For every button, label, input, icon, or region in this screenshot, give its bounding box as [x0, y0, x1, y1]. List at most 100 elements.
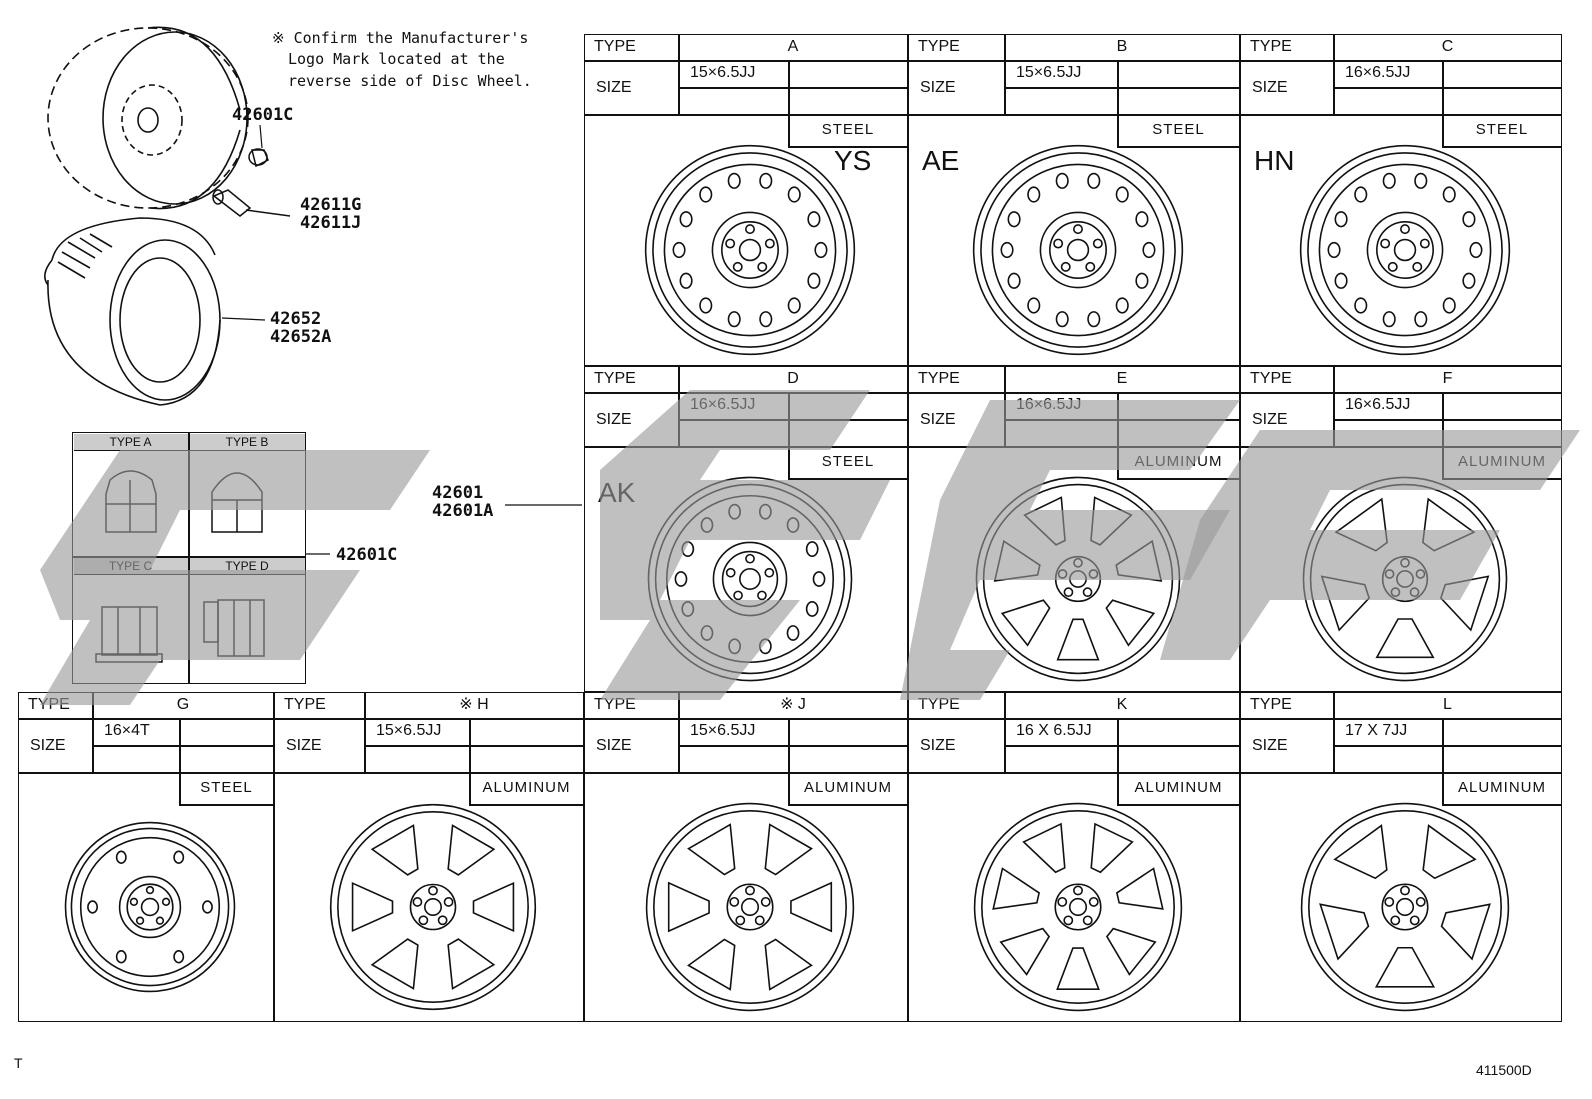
wheel-cell-mat-box [469, 804, 584, 806]
diagram-code: 411500D [1476, 1062, 1532, 1078]
wheel-cell-hline-3 [92, 745, 274, 747]
wheel-size-value: 16×4T [104, 722, 150, 739]
wheel-cell-vline-2 [1442, 718, 1444, 804]
logo-note-line-2: Logo Mark located at the [288, 50, 505, 68]
part-number-tire-1: 42652 [270, 309, 322, 329]
wheel-cell-hline-2 [908, 772, 1240, 774]
wheel-cell-hline-2 [1240, 114, 1562, 116]
wheel-cell-hline-1 [1240, 60, 1562, 62]
wheel-cap-drawing [248, 148, 269, 168]
wheel-size-value: 16×6.5JJ [1345, 396, 1411, 413]
part-number-valve-1: 42611G [300, 195, 362, 215]
size-label: SIZE [596, 737, 632, 754]
wheel-cell-mat-box [1442, 804, 1562, 806]
wheel-cell-mat-box [1117, 804, 1240, 806]
wheel-size-value: 16 X 6.5JJ [1016, 722, 1092, 739]
wheel-cell-hline-1 [1240, 392, 1562, 394]
part-number-valve-2: 42611J [300, 213, 362, 233]
wheel-cell-7 [274, 692, 584, 1022]
wheel-cell-hline-2 [584, 114, 908, 116]
wheel-drawing [647, 476, 853, 682]
wheel-type-value: E [1116, 370, 1128, 387]
wheel-drawing [64, 821, 236, 993]
wheel-cell-10 [1240, 692, 1562, 1022]
wheel-drawing [645, 802, 855, 1012]
wheel-cell-hline-1 [18, 718, 274, 720]
part-number-wheel-1: 42601 [432, 483, 484, 503]
wheel-cell-vline-1 [1004, 34, 1006, 114]
wheel-material: ALUMINUM [803, 779, 892, 796]
wheel-cell-hline-2 [274, 772, 584, 774]
wheel-type-value: K [1116, 696, 1128, 713]
wheel-material: ALUMINUM [1457, 779, 1546, 796]
wheel-cell-vline-1 [364, 692, 366, 772]
wheel-cell-mat-box [788, 804, 908, 806]
wheel-cell-vline-2 [788, 718, 790, 804]
wheel-cell-hline-1 [1240, 718, 1562, 720]
wheel-cell-hline-3 [678, 87, 908, 89]
wheel-type-value: L [1443, 696, 1452, 713]
manufacturer-logo-mark: YS [834, 145, 872, 176]
wheel-type-value: ※ J [780, 696, 806, 713]
type-label: TYPE [594, 38, 636, 55]
wheel-type-value: A [787, 38, 799, 55]
size-label: SIZE [30, 737, 66, 754]
part-number-wheel-2: 42601A [432, 501, 494, 521]
wheel-drawing [329, 803, 537, 1011]
wheel-cell-hline-3 [1333, 87, 1562, 89]
wheel-cell-mat-box [179, 804, 274, 806]
type-label: TYPE [594, 696, 636, 713]
size-label: SIZE [1252, 737, 1288, 754]
wheel-cell-vline-2 [1117, 60, 1119, 146]
wheel-cell-hline-3 [364, 745, 584, 747]
wheel-cell-mat-box [1117, 146, 1240, 148]
size-label: SIZE [1252, 79, 1288, 96]
wheel-material: ALUMINUM [1134, 779, 1223, 796]
size-label: SIZE [920, 737, 956, 754]
wheel-cell-vline-1 [678, 692, 680, 772]
wheel-cell-hline-3 [1333, 745, 1562, 747]
wheel-size-value: 17 X 7JJ [1345, 722, 1408, 739]
wheel-cell-hline-2 [1240, 772, 1562, 774]
wheel-cell-6 [18, 692, 274, 1022]
wheel-drawing [973, 802, 1183, 1012]
wheel-cell-vline-1 [678, 34, 680, 114]
type-label: TYPE [918, 38, 960, 55]
part-number-nut: 42601C [336, 545, 398, 565]
wheel-cell-mat-box [788, 146, 908, 148]
wheel-cell-hline-3 [678, 745, 908, 747]
wheel-cell-hline-2 [584, 772, 908, 774]
wheel-cell-vline-1 [1333, 34, 1335, 114]
manufacturer-logo-mark: HN [1254, 145, 1295, 176]
wheel-cell-hline-1 [908, 718, 1240, 720]
wheel-cell-vline-2 [1442, 60, 1444, 146]
manufacturer-logo-mark: AE [922, 145, 960, 176]
wheel-type-value: D [787, 370, 799, 387]
wheel-size-value: 15×6.5JJ [376, 722, 442, 739]
type-label: TYPE [1250, 38, 1292, 55]
wheel-drawing [1299, 144, 1511, 356]
wheel-cell-hline-2 [908, 114, 1240, 116]
wheel-type-value: F [1442, 370, 1453, 387]
wheel-cell-hline-3 [1333, 419, 1562, 421]
nut-drawings [95, 470, 265, 663]
valve-drawing [212, 189, 291, 217]
wheel-cell-mat-box [1442, 146, 1562, 148]
wheel-drawing [644, 144, 856, 356]
tire-assembly-drawing [44, 26, 582, 555]
wheel-type-value: C [1441, 38, 1454, 55]
wheel-cell-hline-1 [274, 718, 584, 720]
footer-left-mark: T [14, 1055, 23, 1071]
type-label: TYPE [1250, 370, 1292, 387]
wheel-material: STEEL [821, 121, 875, 138]
wheel-size-value: 15×6.5JJ [690, 722, 756, 739]
wheel-cell-hline-3 [1004, 87, 1240, 89]
part-number-tire-2: 42652A [270, 327, 332, 347]
disc-wheel-drawing [47, 26, 249, 210]
size-label: SIZE [596, 79, 632, 96]
wheel-cell-vline-1 [1004, 692, 1006, 772]
wheel-cell-hline-1 [908, 60, 1240, 62]
wheel-cell-hline-1 [908, 392, 1240, 394]
wheel-size-value: 15×6.5JJ [690, 64, 756, 81]
wheel-material: ALUMINUM [482, 779, 571, 796]
